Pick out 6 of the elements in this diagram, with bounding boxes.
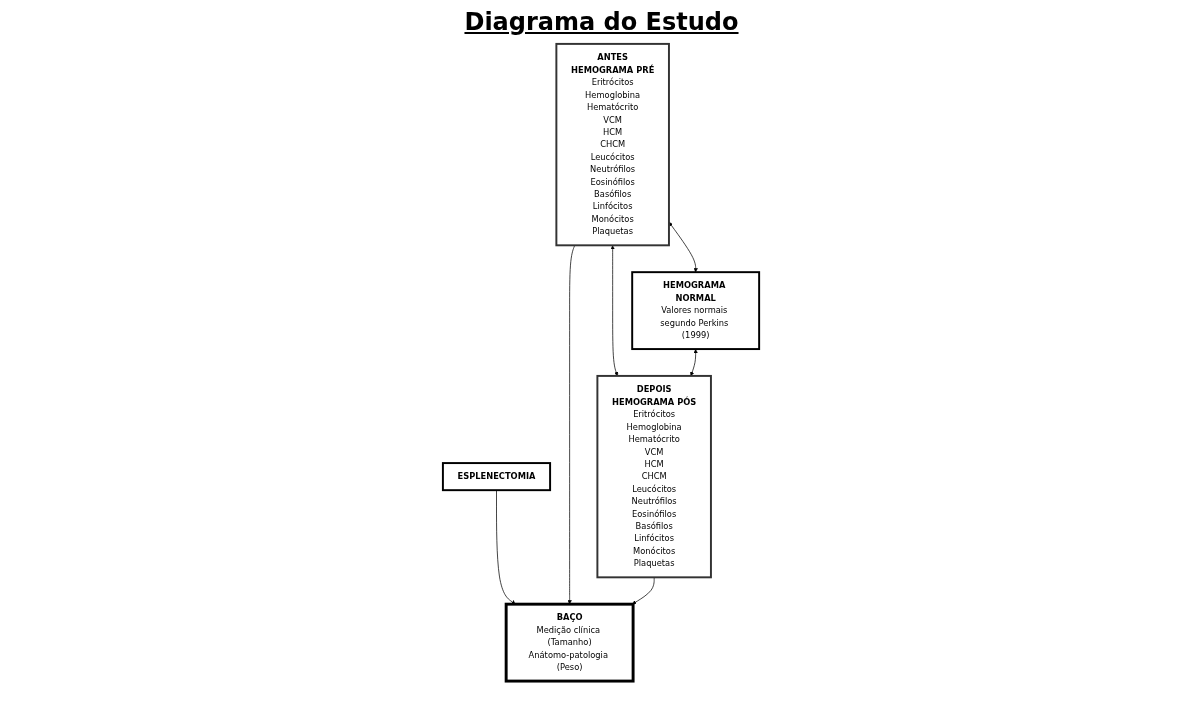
node-box: HEMOGRAMA NORMAL Valores normais segundo Perkins (1999) — [631, 271, 761, 351]
node-box: ESPLENECTOMIA — [442, 462, 552, 492]
node-box: BAÇO Medição clínica (Tamanho) Anátomo-patologia (Peso) — [505, 602, 636, 683]
node-box: ANTES HEMOGRAMA PRÉ Eritrócitos Hemoglobina Hematócrito VCM HCM CHCM Leucócitos Neutrófilos Eosinófilos Basófilos Linfócitos Monócitos Plaquetas — [555, 42, 671, 247]
diagram-title: Diagrama do Estudo — [463, 8, 740, 36]
node-box: DEPOIS HEMOGRAMA PÓS Eritrócitos Hemoglobina Hematócrito VCM HCM CHCM Leucócitos Neutrófilos Eosinófilos Basófilos Linfócitos Monócitos Plaquetas — [596, 374, 713, 579]
